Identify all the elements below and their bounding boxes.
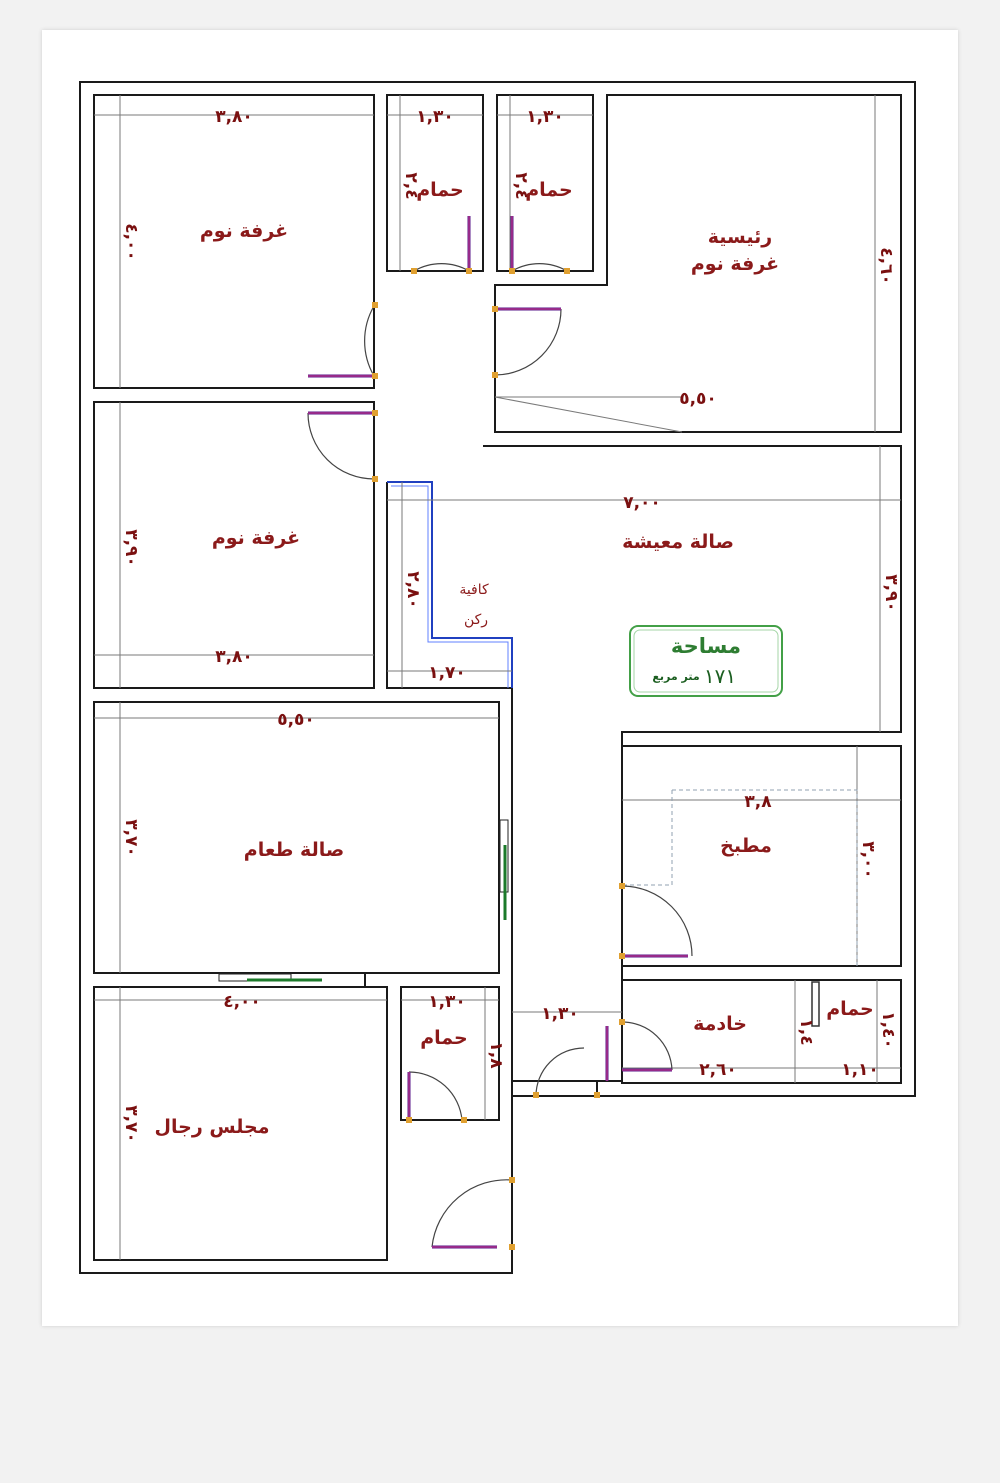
wall-dining — [93, 701, 500, 974]
doors — [218, 216, 693, 1250]
dim-bedroom-top-left-width: ٣,٨٠ — [215, 107, 253, 127]
dim-maid-small-height: ١,٤ — [796, 1018, 816, 1045]
dim-dining-height: ٣,٧٠ — [121, 819, 141, 857]
label-bathroom-2: حمام — [525, 179, 573, 201]
label-master-line2: غرفة نوم — [691, 253, 779, 275]
door-majlis-sliding — [218, 973, 322, 982]
wall-bedroom-top-left — [93, 94, 375, 389]
wall-kitchen — [621, 745, 902, 967]
dim-master-height: ٤,٦٠ — [876, 247, 896, 285]
door-kitchen — [619, 883, 693, 959]
dim-majlis-width: ٤,٠٠ — [223, 992, 261, 1012]
label-bedroom-mid: غرفة نوم — [212, 527, 300, 549]
label-coffee-line2: ركن — [464, 612, 488, 628]
wall-corridor — [386, 482, 513, 1273]
area-unit: متر مربع — [652, 670, 699, 683]
dim-bedroom-mid-height: ٣,٩٠ — [121, 529, 141, 567]
room-labels: غرفة نوم حمام حمام رئيسية غرفة نوم غرفة … — [155, 179, 874, 1138]
wall-lobby — [511, 1080, 598, 1097]
dim-bathroom-3-width: ١,٣٠ — [428, 992, 466, 1012]
label-master-line1: رئيسية — [708, 226, 772, 248]
area-title: مساحة — [671, 634, 741, 658]
dim-bathroom-2-height: ٢,٤ — [511, 172, 531, 199]
interior-walls — [93, 94, 902, 1273]
label-bathroom-1: حمام — [416, 179, 464, 201]
label-maid-bathroom: حمام — [826, 998, 874, 1020]
dim-lobby-width: ١,٣٠ — [541, 1004, 579, 1024]
dimension-labels: ٣,٨٠ ٤,٠٠ ١,٣٠ ٢,٤ ١,٣٠ ٢,٤ ٥,٥٠ ٤,٦٠ ٧,… — [121, 107, 901, 1143]
door-bedroom-top-left — [308, 302, 378, 379]
label-living-hall: صالة معيشة — [622, 531, 734, 553]
dim-bedroom-mid-width: ٣,٨٠ — [215, 647, 253, 667]
drawing-sheet: مساحة ١٧١ متر مربع غرفة نوم حمام حمام رئ… — [42, 30, 958, 1326]
label-bedroom-top-left: غرفة نوم — [200, 220, 288, 242]
area-box: مساحة ١٧١ متر مربع — [629, 625, 783, 697]
coffee-corner-outline — [387, 481, 513, 688]
coffee-corner-inner — [391, 485, 509, 688]
label-dining-hall: صالة طعام — [244, 839, 344, 861]
dim-bathroom-1-width: ١,٣٠ — [416, 107, 454, 127]
wall-majlis — [93, 986, 388, 1261]
dim-bathroom-3-height: ١,٨ — [486, 1041, 506, 1069]
dim-majlis-height: ٣,٧٠ — [121, 1105, 141, 1143]
wall-master-bedroom — [494, 94, 902, 433]
label-kitchen: مطبخ — [720, 835, 772, 857]
door-bathroom-1 — [411, 216, 472, 274]
door-maid — [619, 1019, 673, 1072]
door-master-bedroom — [492, 306, 562, 378]
dim-kitchen-width: ٣,٨ — [744, 792, 772, 812]
dim-living-height: ٣,٩٠ — [881, 574, 901, 612]
dim-corner-width: ١,٧٠ — [428, 663, 466, 683]
wall-maid — [621, 979, 902, 1084]
wall-bathroom-2 — [496, 94, 594, 272]
wall-bedroom-mid — [93, 401, 375, 689]
label-coffee-line1: كافية — [459, 582, 489, 598]
door-majlis — [431, 1177, 515, 1250]
label-maid-room: خادمة — [693, 1013, 747, 1035]
label-men-majlis: مجلس رجال — [155, 1116, 270, 1138]
dim-master-width: ٥,٥٠ — [679, 389, 717, 409]
dim-bedroom-top-left-height: ٤,٠٠ — [121, 223, 141, 261]
dim-maid-width: ٢,٦٠ — [699, 1060, 737, 1080]
dim-kitchen-height: ٣,٠٠ — [858, 841, 878, 879]
door-bedroom-mid — [307, 410, 378, 482]
door-dining-sliding — [499, 819, 509, 920]
floor-plan: مساحة ١٧١ متر مربع غرفة نوم حمام حمام رئ… — [79, 81, 916, 1274]
door-bathroom-2 — [509, 216, 570, 274]
area-value: ١٧١ — [704, 664, 736, 688]
dim-dining-width: ٥,٥٠ — [277, 710, 315, 730]
door-lobby — [533, 1026, 609, 1098]
dim-corner-height: ٢,٨٠ — [403, 571, 423, 609]
door-bathroom-3 — [406, 1071, 467, 1123]
wall-bathroom-3 — [364, 973, 500, 1260]
dim-living-width: ٧,٠٠ — [623, 493, 661, 513]
label-bathroom-3: حمام — [420, 1027, 468, 1049]
dim-bathroom-1-height: ٢,٤ — [401, 172, 421, 199]
dimension-lines — [94, 95, 901, 1260]
dim-bathroom-2-width: ١,٣٠ — [526, 107, 564, 127]
wall-bathroom-1 — [386, 94, 484, 272]
dim-maid-bath-height: ١,٤٠ — [878, 1011, 898, 1049]
dim-maid-bath-width: ١,١٠ — [841, 1060, 879, 1080]
